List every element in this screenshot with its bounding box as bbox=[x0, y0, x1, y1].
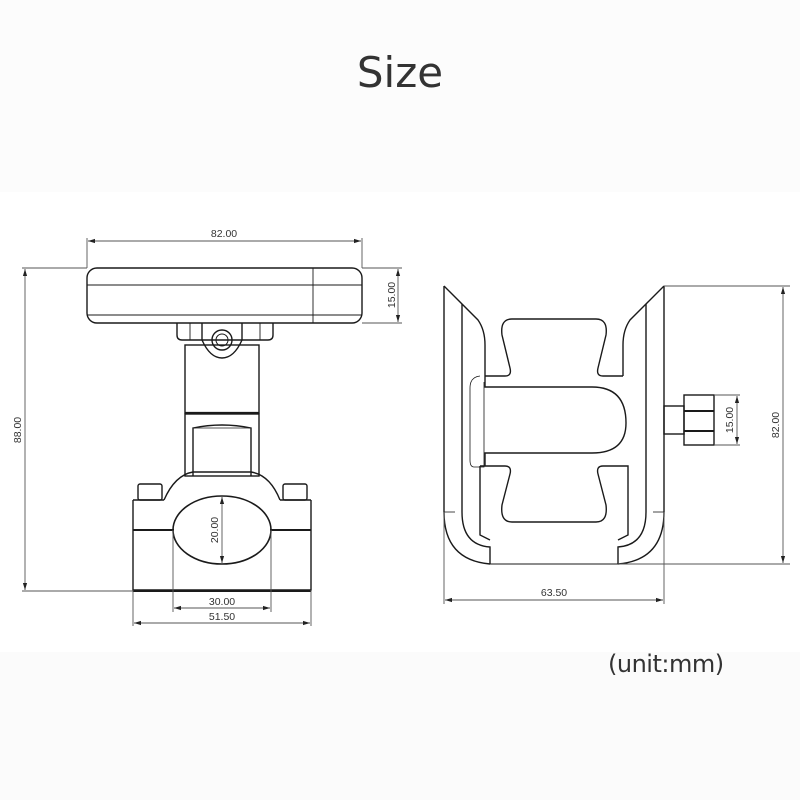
hinge-joint bbox=[176, 323, 274, 359]
dim-side-bore-height: 20.00 bbox=[209, 517, 221, 543]
tension-knob bbox=[663, 394, 715, 446]
dim-side-height: 88.00 bbox=[12, 417, 24, 443]
handlebar-clamp bbox=[132, 471, 312, 592]
front-view bbox=[443, 285, 715, 565]
side-view bbox=[86, 267, 363, 592]
page-title: Size bbox=[356, 48, 444, 97]
side-view-dimensions bbox=[22, 238, 402, 626]
dim-side-width: 82.00 bbox=[211, 228, 237, 240]
unit-note: (unit:mm) bbox=[608, 650, 724, 678]
front-view-dimensions bbox=[443, 285, 790, 604]
top-grip-pad bbox=[485, 318, 623, 377]
header-background bbox=[0, 0, 800, 192]
dim-front-width: 63.50 bbox=[541, 587, 567, 599]
dim-front-height: 82.00 bbox=[770, 412, 782, 438]
dim-front-knob-height: 15.00 bbox=[724, 407, 736, 433]
dim-side-clamp-width: 51.50 bbox=[209, 611, 235, 623]
neck-arm bbox=[184, 344, 260, 477]
bottom-grip-pad bbox=[479, 465, 629, 541]
dim-side-bore-width: 30.00 bbox=[209, 596, 235, 608]
dim-side-head-thickness: 15.00 bbox=[386, 282, 398, 308]
footer-background bbox=[0, 652, 800, 800]
mount-head bbox=[86, 267, 363, 324]
center-block bbox=[469, 375, 627, 468]
